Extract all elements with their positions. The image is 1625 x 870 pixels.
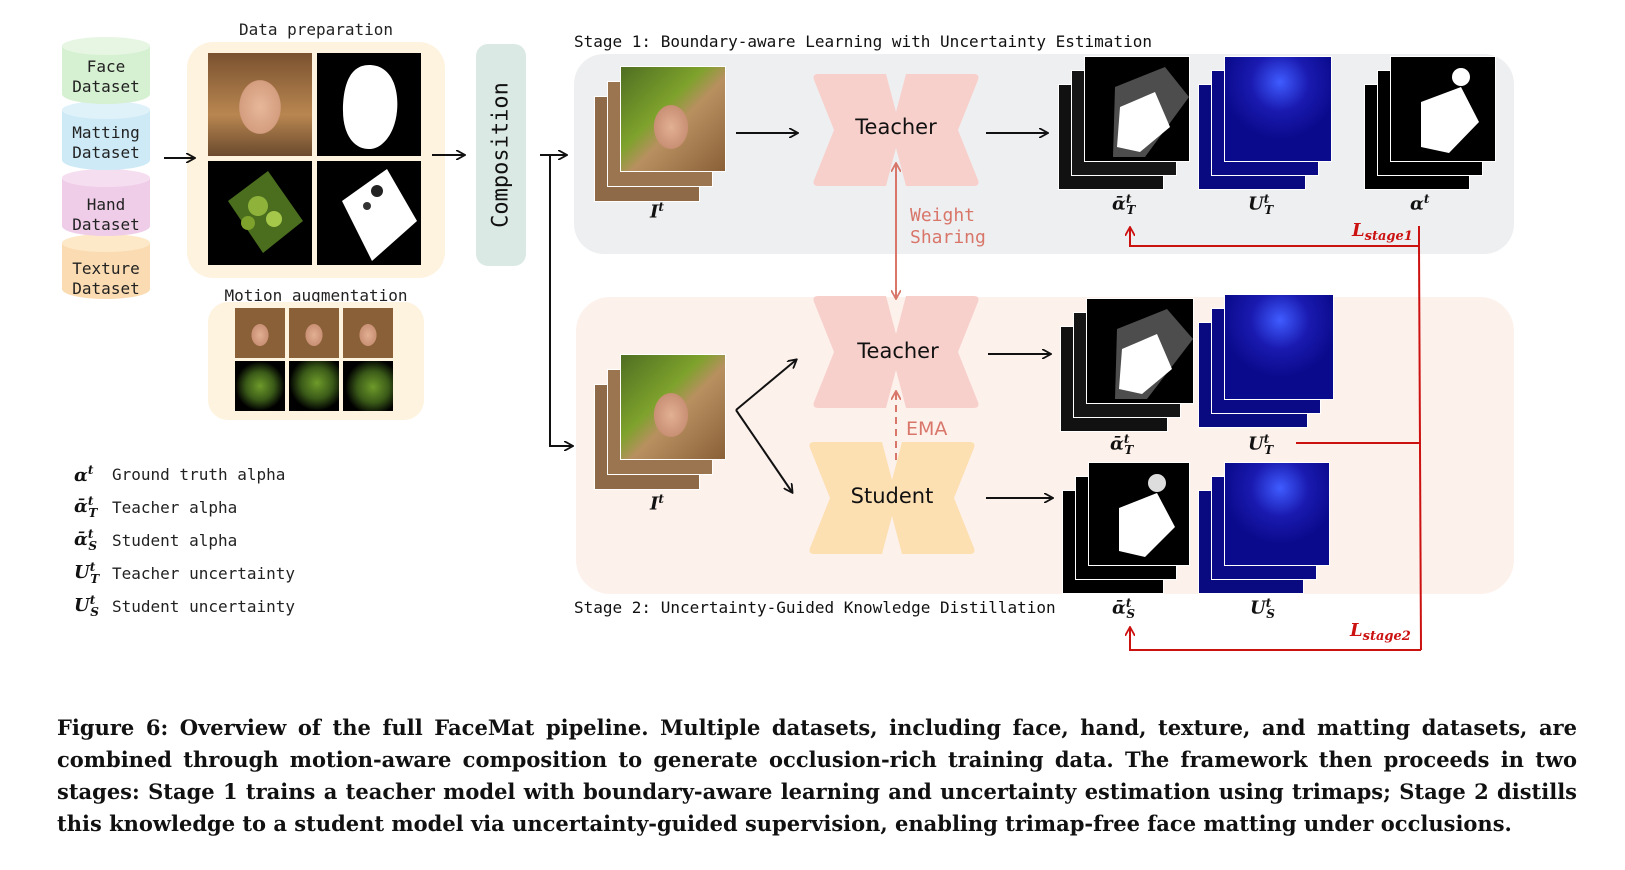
matting-dataset-cylinder (62, 101, 150, 170)
stage2-uncertainty-student-label: UtS (1250, 596, 1275, 621)
student-label: Student (850, 484, 934, 508)
stage2-teacher-label: Teacher (857, 339, 939, 363)
texture-mask-image (317, 161, 421, 265)
motion-texture-frames (235, 361, 395, 411)
stage1-alpha-teacher-label: ᾱtT (1112, 192, 1136, 217)
legend-row-student-alpha: ᾱtS Student alpha (74, 527, 238, 553)
figure-caption: Figure 6: Overview of the full FaceMat p… (57, 715, 1577, 836)
composition-block (476, 44, 526, 266)
legend-row-teacher-alpha: ᾱtT Teacher alpha (74, 494, 238, 520)
stage1-input-label: It (650, 200, 664, 223)
stage2-uncertainty-student-stack (1198, 462, 1330, 594)
motion-face-frames (235, 308, 393, 358)
stage1-loss-label: Lstage1 (1352, 220, 1413, 245)
legend-row-student-uncertainty: UtS Student uncertainty (74, 593, 296, 619)
stage2-title: Stage 2: Uncertainty-Guided Knowledge Di… (574, 598, 1056, 617)
stage2-teacher-block (813, 296, 979, 408)
face-mask-image (317, 53, 421, 156)
stage2-loss-label: Lstage2 (1350, 620, 1411, 645)
student-block (809, 442, 975, 554)
stage1-alpha-gt-label: αt (1410, 192, 1430, 215)
stage1-teacher-label: Teacher (855, 115, 937, 139)
data-preparation-title: Data preparation (238, 20, 394, 39)
stage1-input-stack (594, 66, 726, 202)
stage2-alpha-student-stack (1062, 462, 1190, 594)
stage2-uncertainty-teacher-stack (1198, 294, 1334, 430)
stage2-uncertainty-teacher-label: UtT (1248, 432, 1274, 457)
stage2-alpha-teacher-label: ᾱtT (1110, 432, 1134, 457)
black-arrows (164, 133, 1052, 498)
face-image (208, 53, 312, 156)
stage1-alpha-teacher-stack (1058, 56, 1190, 192)
stage1-panel (574, 54, 1514, 254)
stage2-alpha-student-label: ᾱtS (1112, 596, 1136, 621)
stage1-teacher-block (813, 74, 979, 186)
stage2-panel (576, 297, 1514, 594)
motion-augmentation-title: Motion augmentation (224, 286, 408, 305)
texture-image (208, 161, 312, 265)
connector-layer (164, 0, 1422, 651)
stage1-uncertainty-teacher-stack (1198, 56, 1332, 192)
texture-dataset-cylinder (62, 234, 150, 299)
stage2-input-label: It (650, 492, 664, 515)
stage1-alpha-gt-stack (1364, 56, 1496, 190)
hand-dataset-cylinder (62, 169, 150, 236)
loss-lines (1130, 226, 1422, 651)
stage1-uncertainty-teacher-label: UtT (1248, 192, 1274, 217)
stage1-title: Stage 1: Boundary-aware Learning with Un… (574, 32, 1152, 51)
stage2-input-stack (594, 354, 726, 490)
ema-label: EMA (906, 418, 948, 440)
legend-row-teacher-uncertainty: UtT Teacher uncertainty (74, 560, 296, 586)
face-dataset-cylinder (62, 37, 150, 104)
legend-row-ground-truth: αt Ground truth alpha (74, 462, 286, 486)
stage2-alpha-teacher-stack (1060, 298, 1194, 434)
